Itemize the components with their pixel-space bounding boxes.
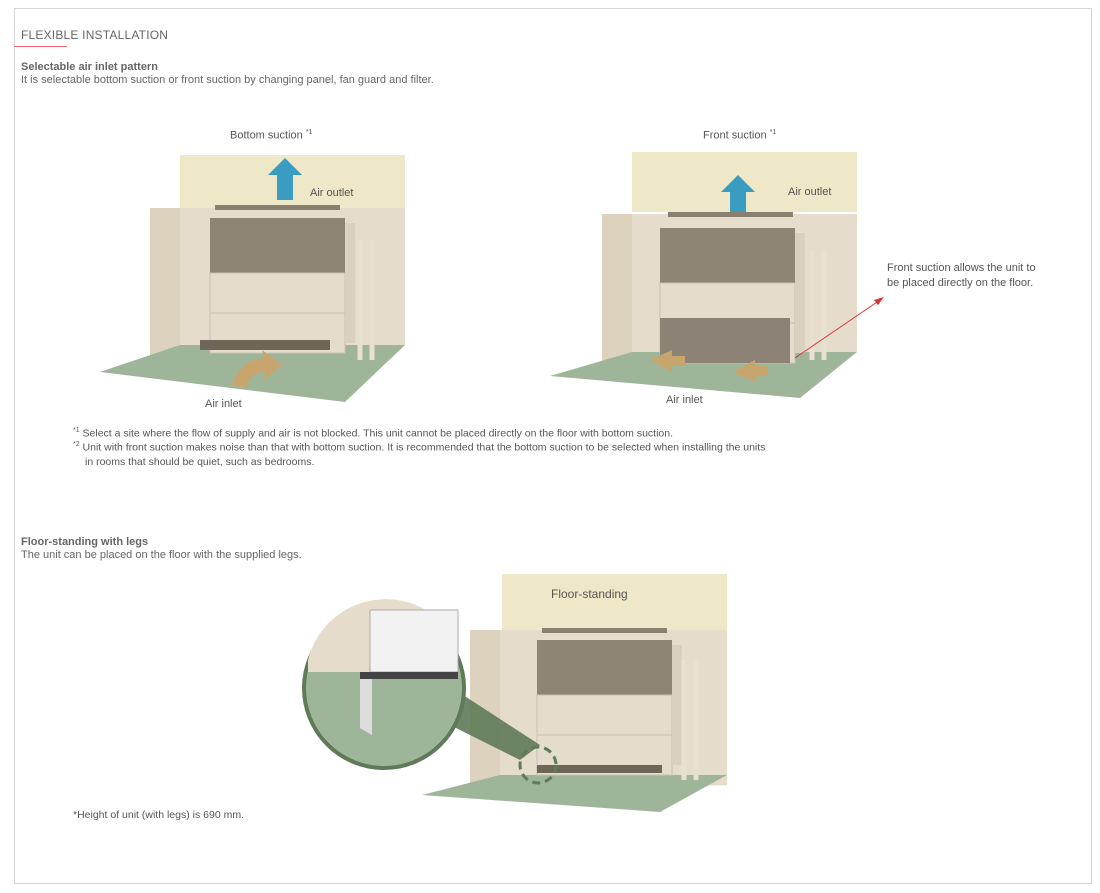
note-2: *2 Unit with front suction makes noise t…	[73, 441, 766, 454]
front-callout-line2: be placed directly on the floor.	[887, 277, 1034, 289]
note-1: *1 Select a site where the flow of suppl…	[73, 427, 674, 440]
floor-standing-label: Floor-standing	[551, 587, 628, 601]
legs-description: The unit can be placed on the floor with…	[21, 549, 302, 561]
air-outlet-arrow	[721, 175, 755, 212]
bottom-air-outlet-label: Air outlet	[310, 187, 354, 199]
front-air-inlet-label: Air inlet	[666, 394, 703, 406]
legs-footnote: *Height of unit (with legs) is 690 mm.	[73, 809, 244, 821]
front-suction-title: Front suction *1	[703, 129, 777, 142]
content-frame	[14, 8, 1092, 884]
section-title: FLEXIBLE INSTALLATION	[21, 28, 169, 42]
inlet-description: It is selectable bottom suction or front…	[21, 74, 434, 86]
front-suction-illustration	[550, 152, 884, 398]
front-callout-line1: Front suction allows the unit to	[887, 262, 1036, 274]
air-outlet-arrow	[268, 158, 302, 200]
note-2-cont: in rooms that should be quiet, such as b…	[85, 456, 315, 468]
air-inlet-arrow	[650, 350, 685, 372]
callout-line	[794, 299, 881, 359]
air-inlet-arrow	[733, 360, 768, 382]
bottom-suction-title: Bottom suction *1	[230, 129, 313, 142]
legs-heading: Floor-standing with legs	[21, 536, 149, 548]
bottom-suction-illustration	[100, 155, 405, 402]
section-title-underline	[14, 46, 67, 47]
air-inlet-arrow	[232, 350, 282, 388]
bottom-air-inlet-label: Air inlet	[205, 398, 242, 410]
front-air-outlet-label: Air outlet	[788, 186, 832, 198]
inlet-heading: Selectable air inlet pattern	[21, 61, 158, 73]
floor-standing-illustration	[302, 574, 727, 812]
